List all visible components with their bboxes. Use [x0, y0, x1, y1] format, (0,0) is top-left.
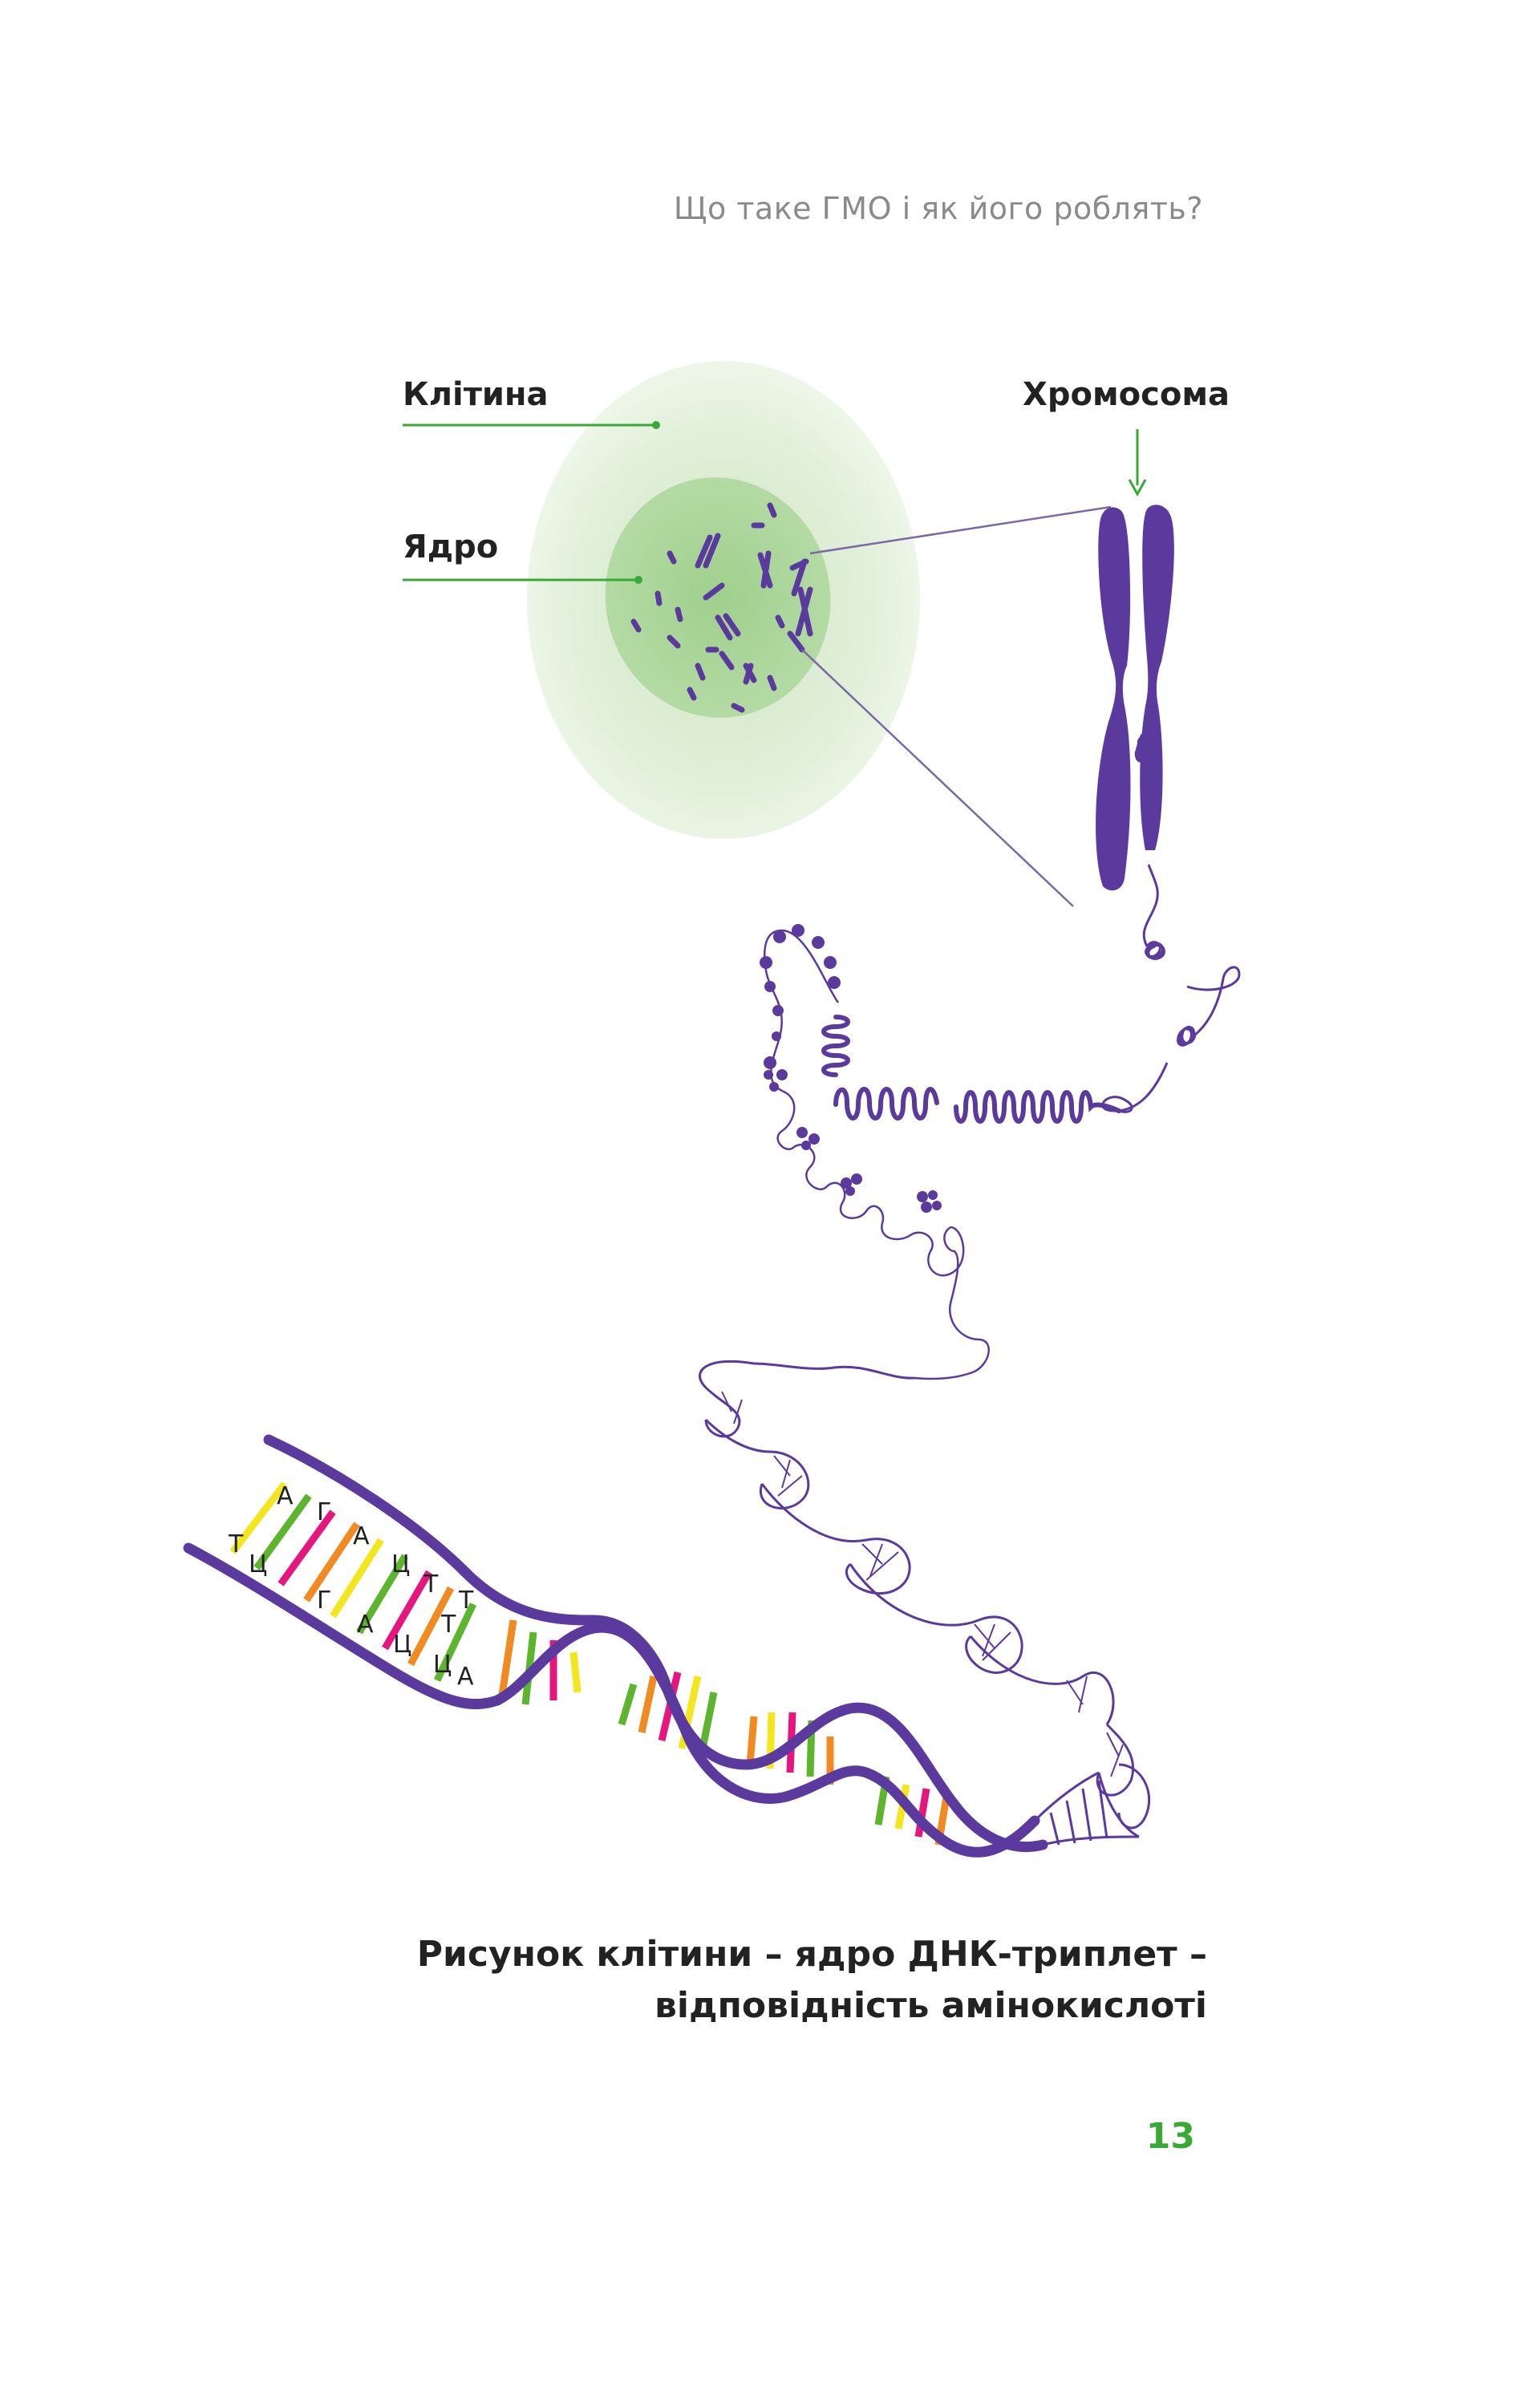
nucleus-label: Ядро [403, 529, 498, 565]
helix-backbones [183, 1434, 1048, 1858]
caption-line-2: відповідність амінокислоті [654, 1985, 1207, 2026]
running-head: Що таке ГМО і як його роблять? [673, 191, 1203, 226]
base-letter: Ц [249, 1550, 267, 1578]
nucleosomes [760, 924, 942, 1213]
base-pairs [229, 1481, 950, 1846]
zoom-line-top [809, 505, 1112, 555]
base-letter: Г [317, 1587, 331, 1615]
chromosome-arrow-head [1128, 479, 1147, 497]
linker-dna [753, 1362, 915, 1380]
caption-line-1: Рисунок клітини – ядро ДНК-триплет – [416, 1934, 1207, 1975]
nucleus-chromosomes [630, 502, 813, 713]
base-letter: А [457, 1663, 474, 1691]
cell-leader-dot [652, 421, 660, 429]
helix-tail [1033, 1763, 1151, 1846]
supercoiled-fiber [821, 1015, 1121, 1124]
zoom-line-bottom [801, 649, 1074, 907]
base-letter: Т [458, 1587, 474, 1615]
thin-helix-rungs [721, 1391, 1124, 1777]
base-letter: Ц [433, 1651, 452, 1679]
base-letter: А [357, 1611, 374, 1639]
chromosome-label: Хромосома [1023, 376, 1230, 413]
base-letter: Ц [391, 1550, 410, 1578]
base-letter: Ц [393, 1631, 411, 1659]
base-letter: Г [317, 1498, 331, 1526]
nucleosome-string [763, 929, 990, 1380]
chromosome [1096, 505, 1174, 891]
cell-label: Клітина [403, 376, 549, 413]
base-letter: А [277, 1482, 294, 1510]
figure-caption: Рисунок клітини – ядро ДНК-триплет – від… [305, 1929, 1207, 2032]
colored-double-helix [183, 1434, 1151, 1858]
nucleus [605, 477, 831, 718]
base-letters: А Г А Ц Т Т Ц Т Г А Ц Т Ц А [228, 1482, 474, 1691]
base-letter: Т [440, 1611, 456, 1639]
base-letter: А [353, 1522, 370, 1550]
base-letter: Т [423, 1570, 439, 1599]
page-number: 13 [1145, 2116, 1195, 2157]
nucleus-leader-dot [634, 576, 642, 584]
base-letter: Т [228, 1530, 244, 1558]
